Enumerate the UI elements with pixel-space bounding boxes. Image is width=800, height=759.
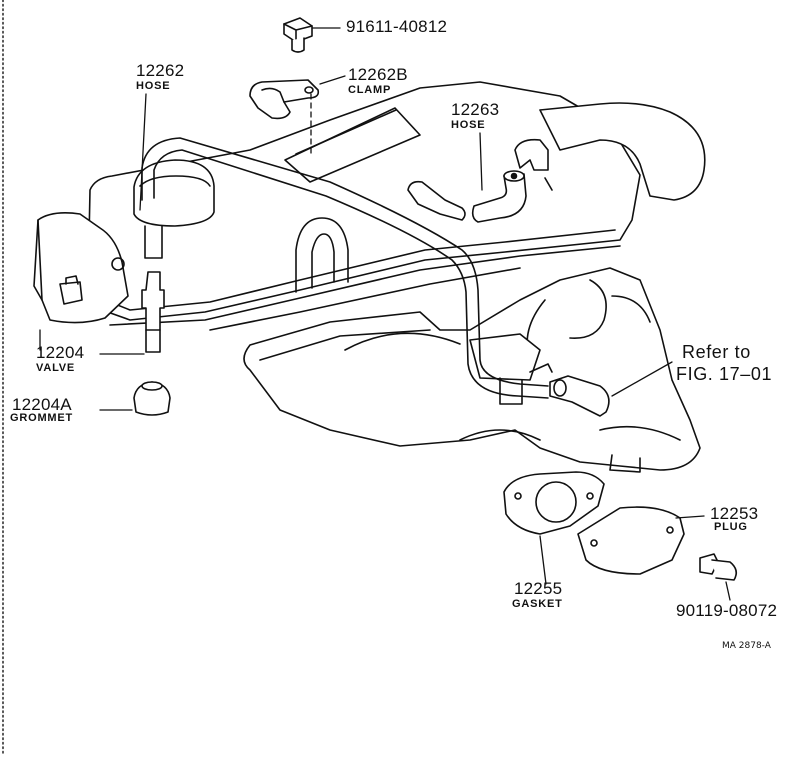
reference-line-1: Refer to — [682, 342, 751, 362]
bolt-90119-number: 90119-08072 — [676, 601, 778, 620]
gasket-12255-number: 12255 — [514, 579, 563, 598]
bolt-90119-drawing — [699, 553, 738, 581]
hose-12262-number: 12262 — [136, 61, 185, 80]
leader-lines — [39, 27, 731, 601]
vacuum-outlet — [529, 363, 610, 417]
clamp-12262b-drawing — [249, 79, 320, 120]
clamp-12262b-name: CLAMP — [348, 84, 392, 96]
grommet-12204a-number: 12204A — [12, 395, 72, 414]
bolt-91611-drawing — [283, 17, 313, 53]
valve-12204-name: VALVE — [36, 362, 76, 374]
hose-12262-drawing — [141, 137, 549, 399]
clamp-12262b-number: 12262B — [348, 65, 408, 84]
right-hoses — [407, 102, 706, 221]
cylinder-head-cover — [87, 81, 641, 331]
grommet-12204a-name: GROMMET — [10, 412, 74, 424]
hose-12262-name: HOSE — [136, 80, 171, 92]
hose-12263-drawing — [471, 170, 527, 223]
water-outlet — [33, 212, 129, 324]
grommet-12204a-drawing — [133, 381, 171, 416]
figure-code: MA 2878-A — [722, 641, 771, 651]
reference-line-2: FIG. 17–01 — [676, 364, 773, 384]
valve-12204-number: 12204 — [36, 343, 85, 362]
plug-12253-name: PLUG — [714, 521, 748, 533]
intake-manifold — [243, 267, 701, 473]
hose-12263-number: 12263 — [451, 100, 500, 119]
hose-12263-name: HOSE — [451, 119, 486, 131]
pcv-valve — [141, 225, 165, 353]
gasket-12255-name: GASKET — [512, 598, 563, 610]
gasket-12255-drawing — [503, 471, 605, 535]
bolt-91611-number: 91611-40812 — [346, 17, 448, 36]
plug-12253-number: 12253 — [710, 504, 759, 523]
plug-12253-drawing — [577, 506, 685, 575]
